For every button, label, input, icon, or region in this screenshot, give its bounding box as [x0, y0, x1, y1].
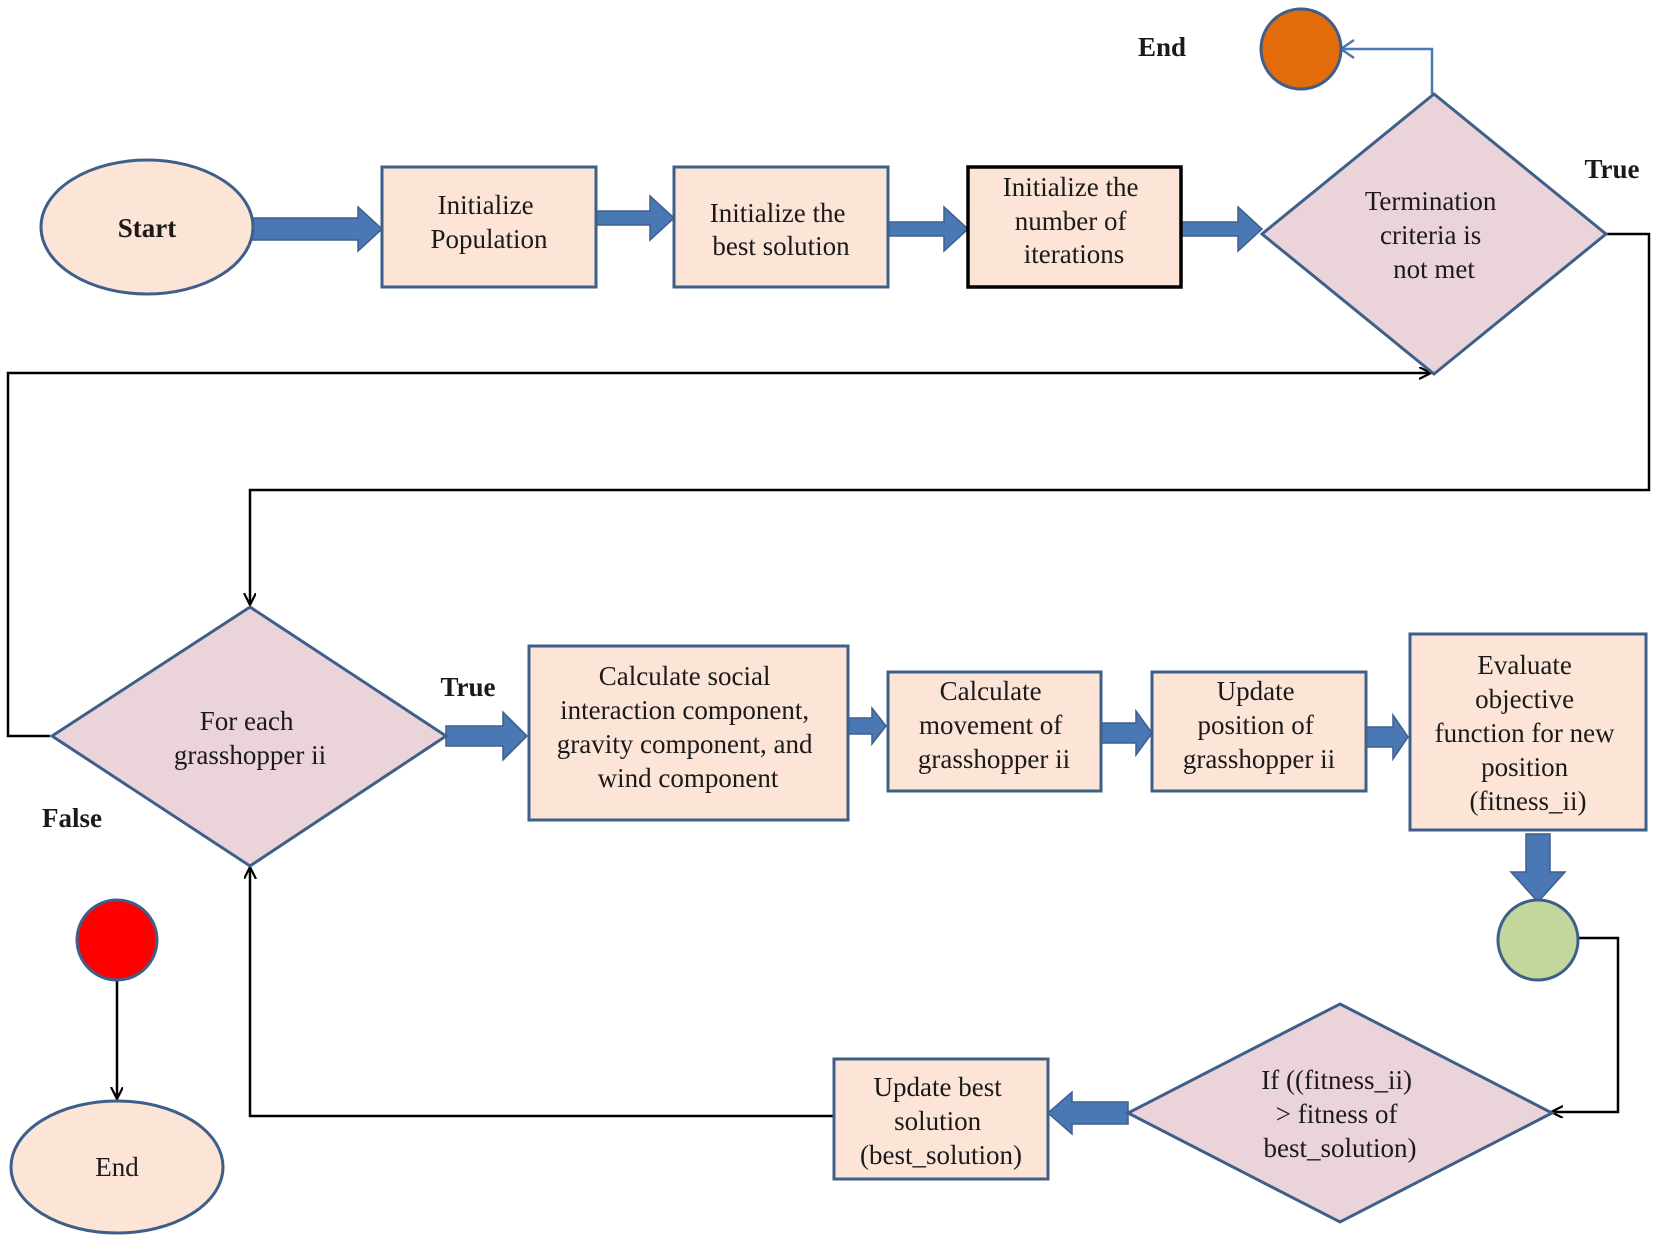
arrow-start-to-population: [249, 205, 384, 253]
arrow-if-to-update-best: [1046, 1090, 1129, 1136]
update-position-node: Update position of grasshopper ii: [1150, 670, 1368, 793]
connector-circle: [1496, 898, 1580, 982]
true-mid-label: True: [441, 672, 496, 702]
if-fitness-diamond: [1124, 1002, 1556, 1224]
if-fitness-text: If ((fitness_ii) > fitness of best_solut…: [1261, 1065, 1418, 1163]
init-iterations-box: [966, 165, 1183, 289]
true-top-label: True: [1585, 154, 1640, 184]
connector-to-if-line: [1552, 936, 1620, 1112]
arrow-movement-to-position: [1101, 708, 1153, 758]
arrow-social-to-movement: [847, 705, 887, 747]
update-best-loop-line: [250, 868, 834, 1118]
update-best-node: Update best solution (best_solution): [832, 1057, 1050, 1181]
init-iterations-text: Initialize the number of iterations: [1003, 172, 1145, 269]
end-circle-top: [1259, 7, 1343, 91]
termination-to-end-line: [1342, 47, 1434, 94]
start-node: Start: [39, 158, 255, 296]
init-best-node: Initialize the best solution: [672, 165, 890, 289]
calc-social-node: Calculate social interaction component, …: [527, 644, 850, 822]
evaluate-text: Evaluate objective function for new posi…: [1435, 650, 1622, 816]
termination-decision: Termination criteria is not met: [1259, 92, 1609, 376]
for-each-decision: For each grasshopper ii: [49, 605, 449, 868]
start-label: Start: [118, 213, 176, 243]
termination-diamond: [1259, 92, 1609, 376]
calc-social-box: [527, 644, 850, 822]
for-each-diamond: [49, 605, 449, 868]
end-bottom-node: End: [9, 1099, 225, 1235]
calc-movement-text: Calculate movement of grasshopper ii: [918, 676, 1070, 774]
update-position-box: [1150, 670, 1368, 793]
end-bottom-ellipse: [9, 1099, 225, 1235]
evaluate-node: Evaluate objective function for new posi…: [1408, 632, 1648, 832]
calc-movement-box: [886, 670, 1103, 793]
block-arrows: [249, 194, 1567, 1136]
arrow-best-to-iterations: [887, 205, 970, 253]
end-bottom-label: End: [95, 1152, 139, 1182]
start-ellipse: [39, 158, 255, 296]
connector-lines: [6, 232, 1651, 1118]
arrow-position-to-evaluate: [1365, 712, 1409, 762]
termination-text: Termination criteria is not met: [1365, 186, 1503, 284]
calc-movement-node: Calculate movement of grasshopper ii: [886, 670, 1103, 793]
true-to-foreach-line: [250, 232, 1651, 604]
update-position-text: Update position of grasshopper ii: [1183, 676, 1335, 774]
arrow-foreach-to-social: [445, 710, 529, 762]
if-fitness-decision: If ((fitness_ii) > fitness of best_solut…: [1124, 1002, 1556, 1224]
false-label: False: [42, 803, 102, 833]
init-best-text: Initialize the best solution: [710, 198, 852, 261]
evaluate-box: [1408, 632, 1648, 832]
update-best-box: [832, 1057, 1050, 1181]
arrow-population-to-best: [595, 194, 676, 242]
init-population-node: Initialize Population: [380, 165, 598, 289]
end-top-label: End: [1138, 32, 1186, 62]
init-best-box: [672, 165, 890, 289]
update-best-text: Update best solution (best_solution): [860, 1072, 1022, 1170]
false-loop-line: [6, 373, 1430, 738]
for-each-text: For each grasshopper ii: [174, 706, 326, 770]
init-population-text: Initialize Population: [430, 190, 548, 254]
arrow-evaluate-to-connector: [1509, 833, 1567, 904]
arrow-iterations-to-termination: [1180, 205, 1264, 253]
init-iterations-node: Initialize the number of iterations: [966, 165, 1183, 289]
red-start-circle: [75, 898, 159, 982]
calc-social-text: Calculate social interaction component, …: [557, 661, 819, 793]
init-population-box: [380, 165, 598, 289]
